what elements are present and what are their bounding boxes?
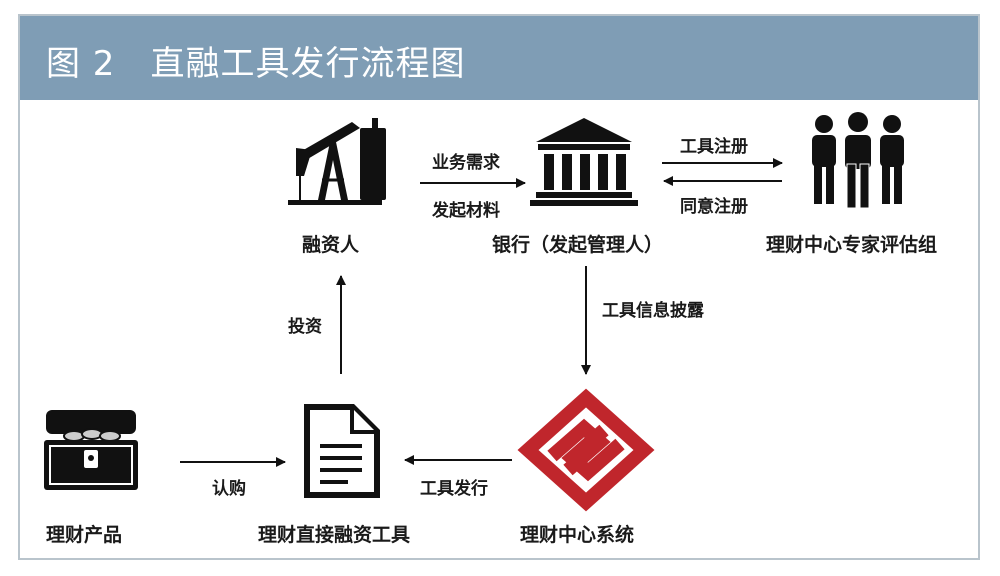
interlocking-diamond-logo <box>517 388 655 512</box>
node-center-system-label: 理财中心系统 <box>520 524 635 546</box>
oil-pump-jack-icon <box>288 118 386 205</box>
treasure-chest-icon <box>44 410 138 490</box>
node-bank-label: 银行（发起管理人） <box>492 234 664 256</box>
edge-agree-register-label: 同意注册 <box>680 197 748 217</box>
people-group-icon <box>812 112 904 209</box>
figure-title: 图 2 直融工具发行流程图 <box>46 44 466 84</box>
node-experts-label: 理财中心专家评估组 <box>766 234 938 256</box>
edge-initiate-materials-label: 发起材料 <box>432 201 500 221</box>
edge-subscribe-label: 认购 <box>212 479 246 499</box>
edge-tool-register-label: 工具注册 <box>680 137 748 157</box>
edge-tool-issue-label: 工具发行 <box>420 479 488 499</box>
document-icon <box>304 404 380 498</box>
node-wealth-product-label: 理财产品 <box>46 524 123 546</box>
node-direct-tool-label: 理财直接融资工具 <box>258 524 411 546</box>
bank-building-icon <box>530 118 638 206</box>
edge-tool-disclosure-label: 工具信息披露 <box>602 301 704 321</box>
diagram-frame <box>18 14 980 560</box>
node-financier-label: 融资人 <box>302 234 360 256</box>
edge-business-demand-label: 业务需求 <box>432 153 500 173</box>
edge-invest-label: 投资 <box>288 317 322 337</box>
figure-header: 图 2 直融工具发行流程图 <box>20 16 978 100</box>
